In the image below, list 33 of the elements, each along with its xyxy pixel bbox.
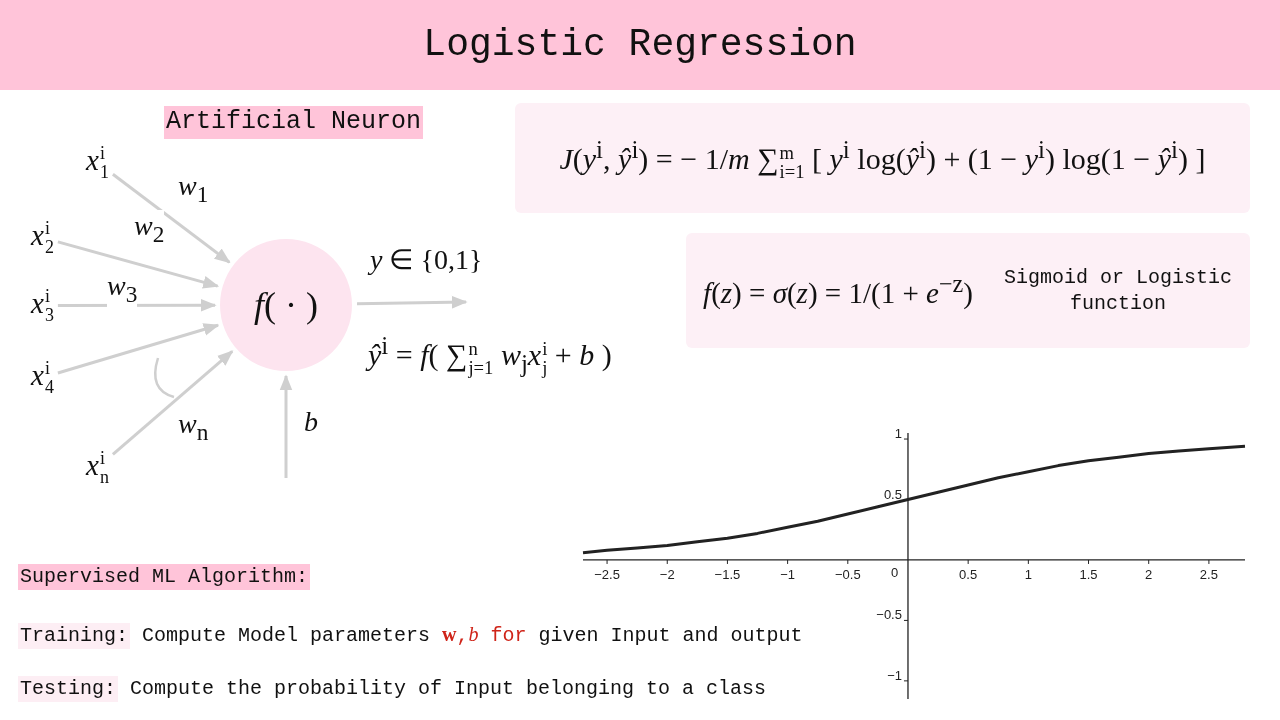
- tick-label: −0.5: [876, 607, 902, 623]
- tick-label: 0.5: [959, 566, 978, 582]
- arrow: [57, 240, 220, 289]
- function-name: Sigmoid or Logistic function: [1002, 264, 1233, 317]
- origin-label: 0: [891, 565, 899, 582]
- tick-label: 2.5: [1199, 566, 1218, 582]
- description-text: Compute Model parameters: [142, 623, 431, 649]
- section-heading: Artificial Neuron: [164, 106, 424, 139]
- formula: f(z) = σ(z) = 1/(1 + e$^{−z}$): [703, 269, 973, 311]
- description-text: given Input and output: [538, 623, 803, 649]
- arrow: [112, 173, 231, 264]
- tick-label: 2: [1145, 566, 1153, 582]
- tick-label: −1: [887, 667, 902, 683]
- neuron-circle: f( · ): [220, 239, 352, 371]
- formula: J(y$^{i}$, ŷ$^{i}$) = − 1/m ∑$^{m}$$_{i=1}$ [ y$^{i}$ log(ŷ$^{i}$) + (1 − y$^{i}$) log(1 − ŷ$^{i}$) ]: [559, 135, 1206, 182]
- tick-label: −0.5: [834, 566, 861, 582]
- term-label: Testing:: [18, 676, 118, 702]
- description-text: Compute the probability of Input belonging to a class: [130, 676, 767, 702]
- tick-label: −2.5: [594, 566, 620, 582]
- tick-label: 1: [894, 426, 902, 442]
- tick-label: −1: [780, 566, 796, 582]
- tick-label: 1.5: [1079, 566, 1098, 582]
- arrow: [356, 295, 468, 309]
- section-heading: Supervised ML Algorithm:: [18, 564, 311, 590]
- tick-label: −1.5: [714, 566, 741, 582]
- title: Logistic Regression: [423, 24, 857, 66]
- arrow: [111, 350, 234, 456]
- arrow: [279, 374, 293, 478]
- parameter-text: w,b for: [442, 622, 527, 649]
- tick-label: 0.5: [883, 486, 902, 502]
- tick-label: 1: [1024, 566, 1032, 582]
- term-label: Training:: [18, 623, 131, 649]
- tick-label: −2: [659, 566, 675, 582]
